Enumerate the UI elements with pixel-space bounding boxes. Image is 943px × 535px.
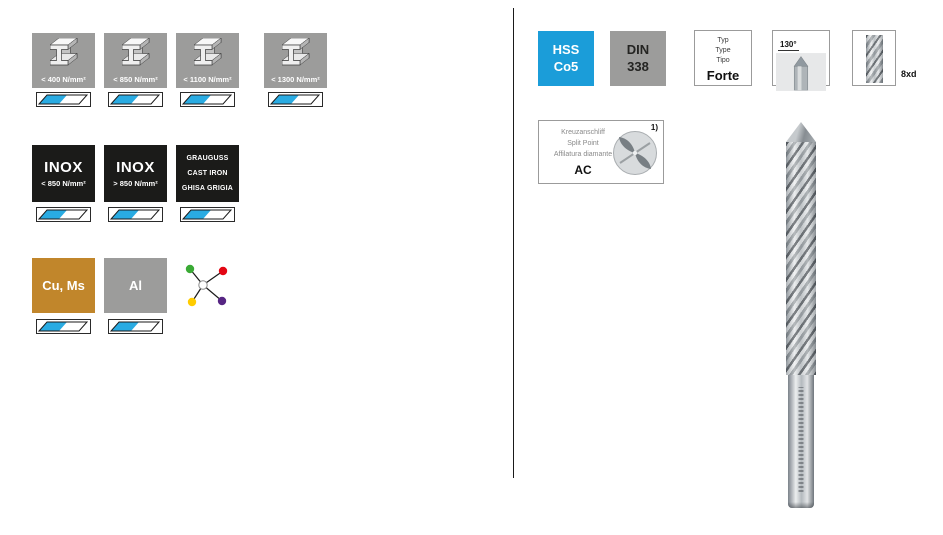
hss-label: HSS: [552, 42, 580, 58]
copper-brass-label: Cu, Ms: [42, 278, 85, 293]
point-angle-label: 130°: [778, 40, 799, 51]
sheet-metal-icon: [180, 92, 235, 107]
cast-iron-label-en: CAST IRON: [187, 169, 228, 177]
material-tile-inox-over-850: INOX > 850 N/mm²: [104, 145, 167, 202]
sheet-metal-icon: [108, 207, 163, 222]
inox-title: INOX: [116, 159, 155, 176]
tensile-strength-label: < 400 N/mm²: [41, 75, 86, 84]
material-tile-steel-1300: < 1300 N/mm²: [264, 33, 327, 88]
drill-flutes: [786, 142, 816, 375]
tensile-strength-label: < 1100 N/mm²: [183, 75, 232, 84]
drill-shank: [788, 375, 814, 508]
twist-drill-image: [786, 122, 816, 508]
steel-ibeam-icon: [116, 38, 156, 66]
material-tile-cast-iron: GRAUGUSS CAST IRON GHISA GRIGIA: [176, 145, 239, 202]
steel-ibeam-icon: [188, 38, 228, 66]
footnote-marker: 1): [650, 123, 658, 132]
sheet-metal-icon: [36, 207, 91, 222]
material-tile-copper-brass: Cu, Ms: [32, 258, 95, 313]
sheet-metal-icon: [108, 319, 163, 334]
steel-ibeam-icon: [276, 38, 316, 66]
drill-tip: [786, 122, 816, 142]
material-tile-steel-850: < 850 N/mm²: [104, 33, 167, 88]
tensile-strength-label: < 850 N/mm²: [41, 179, 86, 188]
split-point-label-it: Affilatura diamante: [553, 150, 613, 158]
sheet-metal-icon: [108, 92, 163, 107]
split-point-grind-icon: [612, 130, 658, 176]
steel-ibeam-icon: [44, 38, 84, 66]
type-label-it: Tipo: [716, 57, 730, 65]
type-box: Typ Type Tipo Forte: [694, 30, 752, 86]
type-name: Forte: [706, 68, 740, 84]
split-point-text: Kreuzanschliff Split Point Affilatura di…: [545, 128, 621, 177]
material-tile-aluminium: Al: [104, 258, 167, 313]
cast-iron-label-it: GHISA GRIGIA: [181, 185, 234, 193]
tensile-strength-label: > 850 N/mm²: [113, 179, 158, 188]
section-divider: [513, 8, 514, 478]
aluminium-label: Al: [129, 278, 142, 293]
inox-title: INOX: [44, 159, 83, 176]
drill-laser-marking: [798, 387, 804, 492]
drill-tip-photo: [776, 53, 826, 91]
type-label-en: Type: [715, 47, 731, 55]
cast-iron-label-de: GRAUGUSS: [186, 154, 229, 162]
split-point-label-en: Split Point: [567, 139, 599, 147]
tensile-strength-label: < 850 N/mm²: [113, 75, 158, 84]
drill-tip-icon: [776, 53, 826, 91]
sheet-metal-icon: [36, 92, 91, 107]
din-number-label: 338: [627, 58, 649, 74]
sheet-metal-icon: [180, 207, 235, 222]
sheet-metal-icon: [268, 92, 323, 107]
multi-material-dots-icon: [176, 258, 239, 313]
drill-flute-icon: [865, 35, 883, 83]
din-label: DIN: [626, 42, 650, 58]
co5-label: Co5: [553, 58, 579, 74]
point-angle-box: 130°: [772, 30, 830, 91]
material-tile-steel-1100: < 1100 N/mm²: [176, 33, 239, 88]
split-point-box: Kreuzanschliff Split Point Affilatura di…: [538, 120, 664, 184]
tensile-strength-label: < 1300 N/mm²: [271, 75, 320, 84]
sheet-metal-icon: [36, 319, 91, 334]
flute-length-label: 8xd: [901, 69, 917, 79]
material-tile-multi-material: [176, 258, 239, 313]
split-point-code: AC: [574, 162, 592, 177]
type-label-de: Typ: [717, 37, 729, 44]
material-tile-inox-850: INOX < 850 N/mm²: [32, 145, 95, 202]
split-point-label-de: Kreuzanschliff: [561, 129, 605, 136]
hss-co5-badge: HSS Co5: [538, 31, 594, 86]
din-338-badge: DIN 338: [610, 31, 666, 86]
material-tile-steel-400: < 400 N/mm²: [32, 33, 95, 88]
flute-length-box: [852, 30, 896, 86]
